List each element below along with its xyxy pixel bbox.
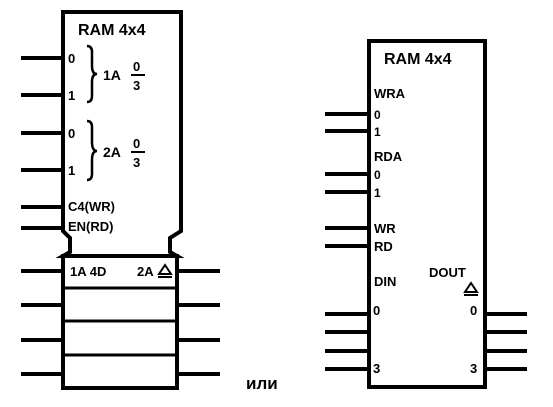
right-din-label: DIN — [374, 274, 396, 289]
right-tristate-output-icon — [463, 281, 479, 296]
right-dout-label: DOUT — [429, 265, 466, 280]
right-ram-symbol: RAM 4x4 WRA 0 1 RDA 0 1 WR RD DIN DOUT 0… — [325, 39, 527, 389]
left-2a-bit1-label: 1 — [68, 163, 75, 178]
left-group-1a-label: 1A — [103, 67, 121, 83]
left-1a-frac-den: 3 — [133, 78, 140, 93]
right-wra-label: WRA — [374, 86, 406, 101]
separator-text: или — [246, 374, 278, 393]
left-2a-frac-den: 3 — [133, 155, 140, 170]
left-tristate-output-icon — [157, 263, 173, 278]
right-wra-bit1-label: 1 — [374, 125, 381, 139]
right-block-outline — [367, 39, 487, 389]
left-1a-frac-num: 0 — [133, 59, 140, 74]
left-brace-2a — [86, 119, 98, 182]
right-wr-label: WR — [374, 221, 396, 236]
right-dout-0-label: 0 — [470, 303, 477, 318]
left-ram-symbol: RAM 4x4 0 1 1A 0 3 0 1 2A 0 3 C4(WR) EN(… — [21, 10, 220, 390]
left-1a-bit1-label: 1 — [68, 88, 75, 103]
right-rd-label: RD — [374, 239, 393, 254]
left-2a-frac-num: 0 — [133, 136, 140, 151]
right-title: RAM 4x4 — [384, 51, 452, 68]
right-dout-3-label: 3 — [470, 361, 477, 376]
right-din-0-label: 0 — [373, 303, 380, 318]
right-wra-bit0-label: 0 — [374, 108, 381, 122]
right-rda-bit1-label: 1 — [374, 186, 381, 200]
left-ctrl-wr-label: C4(WR) — [68, 199, 115, 214]
left-ctrl-rd-label: EN(RD) — [68, 219, 114, 234]
right-rda-label: RDA — [374, 149, 403, 164]
left-data-out-label: 2A — [137, 264, 154, 279]
left-2a-bit0-label: 0 — [68, 126, 75, 141]
left-group-2a-label: 2A — [103, 144, 121, 160]
left-title: RAM 4x4 — [78, 22, 146, 39]
right-rda-bit0-label: 0 — [374, 168, 381, 182]
right-din-3-label: 3 — [373, 361, 380, 376]
left-brace-1a — [86, 44, 98, 104]
left-1a-bit0-label: 0 — [68, 51, 75, 66]
left-data-in-label: 1A 4D — [70, 264, 106, 279]
